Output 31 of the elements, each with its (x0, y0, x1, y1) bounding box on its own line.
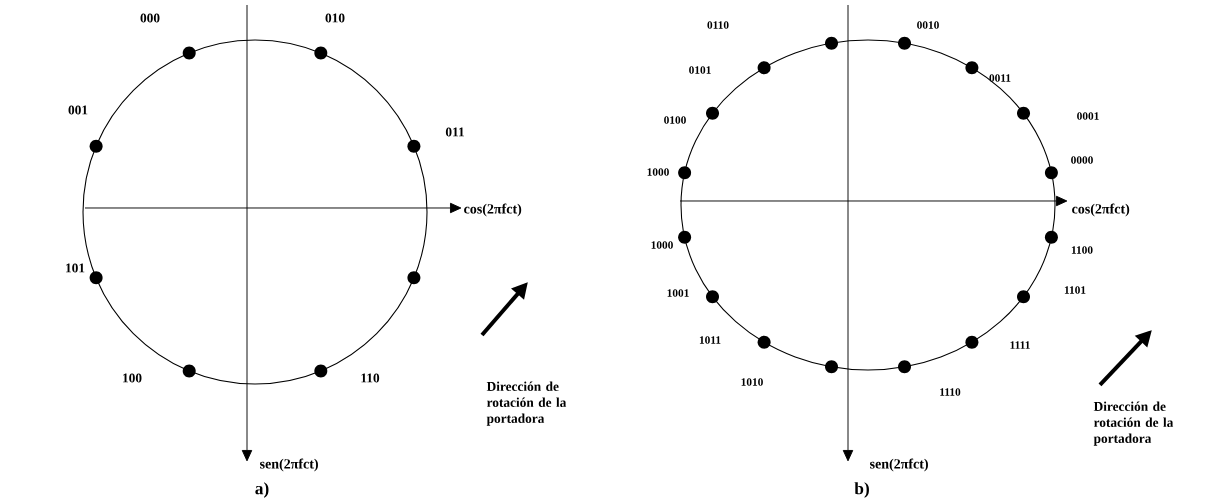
bit-label: 110 (361, 373, 380, 383)
bit-label: 1111 (1010, 341, 1030, 349)
bit-label: 1010 (741, 378, 763, 386)
bit-label: 0101 (689, 66, 711, 74)
bit-label: 1100 (1071, 246, 1093, 254)
axis-label: sen(2πfct) (870, 458, 928, 472)
bit-label: 1101 (1064, 286, 1086, 294)
bit-label: 1000 (647, 168, 669, 176)
bit-label: 1011 (699, 336, 721, 344)
bit-label: 010 (325, 13, 345, 23)
note-text: Dirección de rotación de la portadora (486, 381, 567, 426)
bit-label: 0110 (707, 21, 729, 29)
bit-label: 100 (123, 373, 142, 383)
bit-label: 001 (68, 105, 88, 115)
bit-label: 0010 (917, 21, 939, 29)
axis-label: cos(2πfct) (1072, 203, 1130, 217)
axis-label: cos(2πfct) (464, 203, 522, 217)
note-text: Dirección de rotación de la portadora (1093, 401, 1174, 446)
panel-label: b) (854, 482, 869, 498)
bit-label: 0000 (1071, 156, 1093, 164)
bit-label: 101 (66, 263, 85, 273)
bit-label: 1001 (667, 289, 689, 297)
bit-label: 1000 (651, 241, 673, 249)
bit-label: 1110 (940, 388, 961, 396)
axis-label: sen(2πfct) (260, 458, 318, 472)
bit-label: 0100 (664, 116, 686, 124)
bit-label: 011 (445, 127, 464, 137)
panel-label: a) (255, 482, 269, 498)
bit-label: 0001 (1077, 112, 1099, 120)
bit-label: 0011 (989, 74, 1011, 82)
bit-label: 000 (140, 13, 160, 23)
